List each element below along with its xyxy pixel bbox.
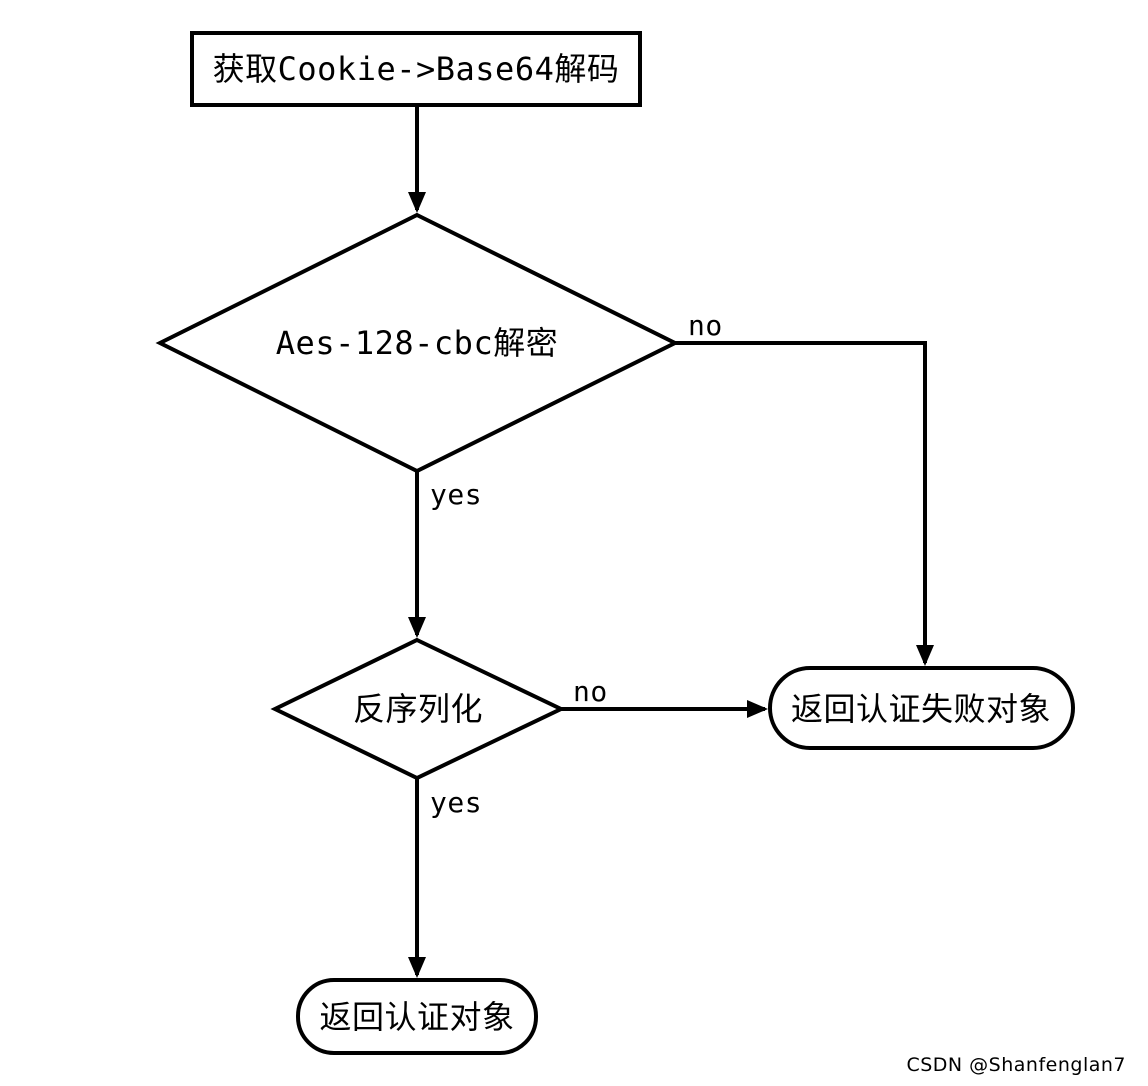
watermark-text: CSDN @Shanfenglan7 (906, 1054, 1126, 1076)
node-decrypt-diamond (155, 212, 680, 474)
arrowhead-down-icon (408, 957, 426, 978)
node-deserialize-diamond (270, 637, 566, 781)
node-decrypt-label: Aes-128-cbc解密 (276, 324, 558, 362)
node-start-rectangle (190, 31, 642, 107)
node-fail-label: 返回认证失败对象 (791, 690, 1051, 728)
edge-deserialize-yes-label: yes (430, 786, 482, 819)
node-success-label: 返回认证对象 (319, 998, 514, 1036)
arrowhead-right-icon (747, 700, 768, 718)
node-fail-stadium (768, 666, 1075, 750)
edge-decrypt-no-label: no (688, 309, 723, 342)
flowchart-labels: 获取Cookie->Base64解码 Aes-128-cbc解密 反序列化 返回… (213, 50, 1126, 1076)
node-success-stadium (296, 978, 538, 1055)
edge-decrypt-yes-label: yes (430, 478, 482, 511)
node-start-label: 获取Cookie->Base64解码 (213, 50, 620, 88)
arrowhead-down-icon (408, 192, 426, 213)
edge-deserialize-no-label: no (573, 675, 608, 708)
arrowhead-down-icon (408, 617, 426, 638)
node-deserialize-label: 反序列化 (353, 690, 483, 728)
flowchart-shapes (155, 31, 1075, 1055)
edge-decrypt-no (675, 341, 927, 663)
arrowhead-down-icon (916, 645, 934, 666)
